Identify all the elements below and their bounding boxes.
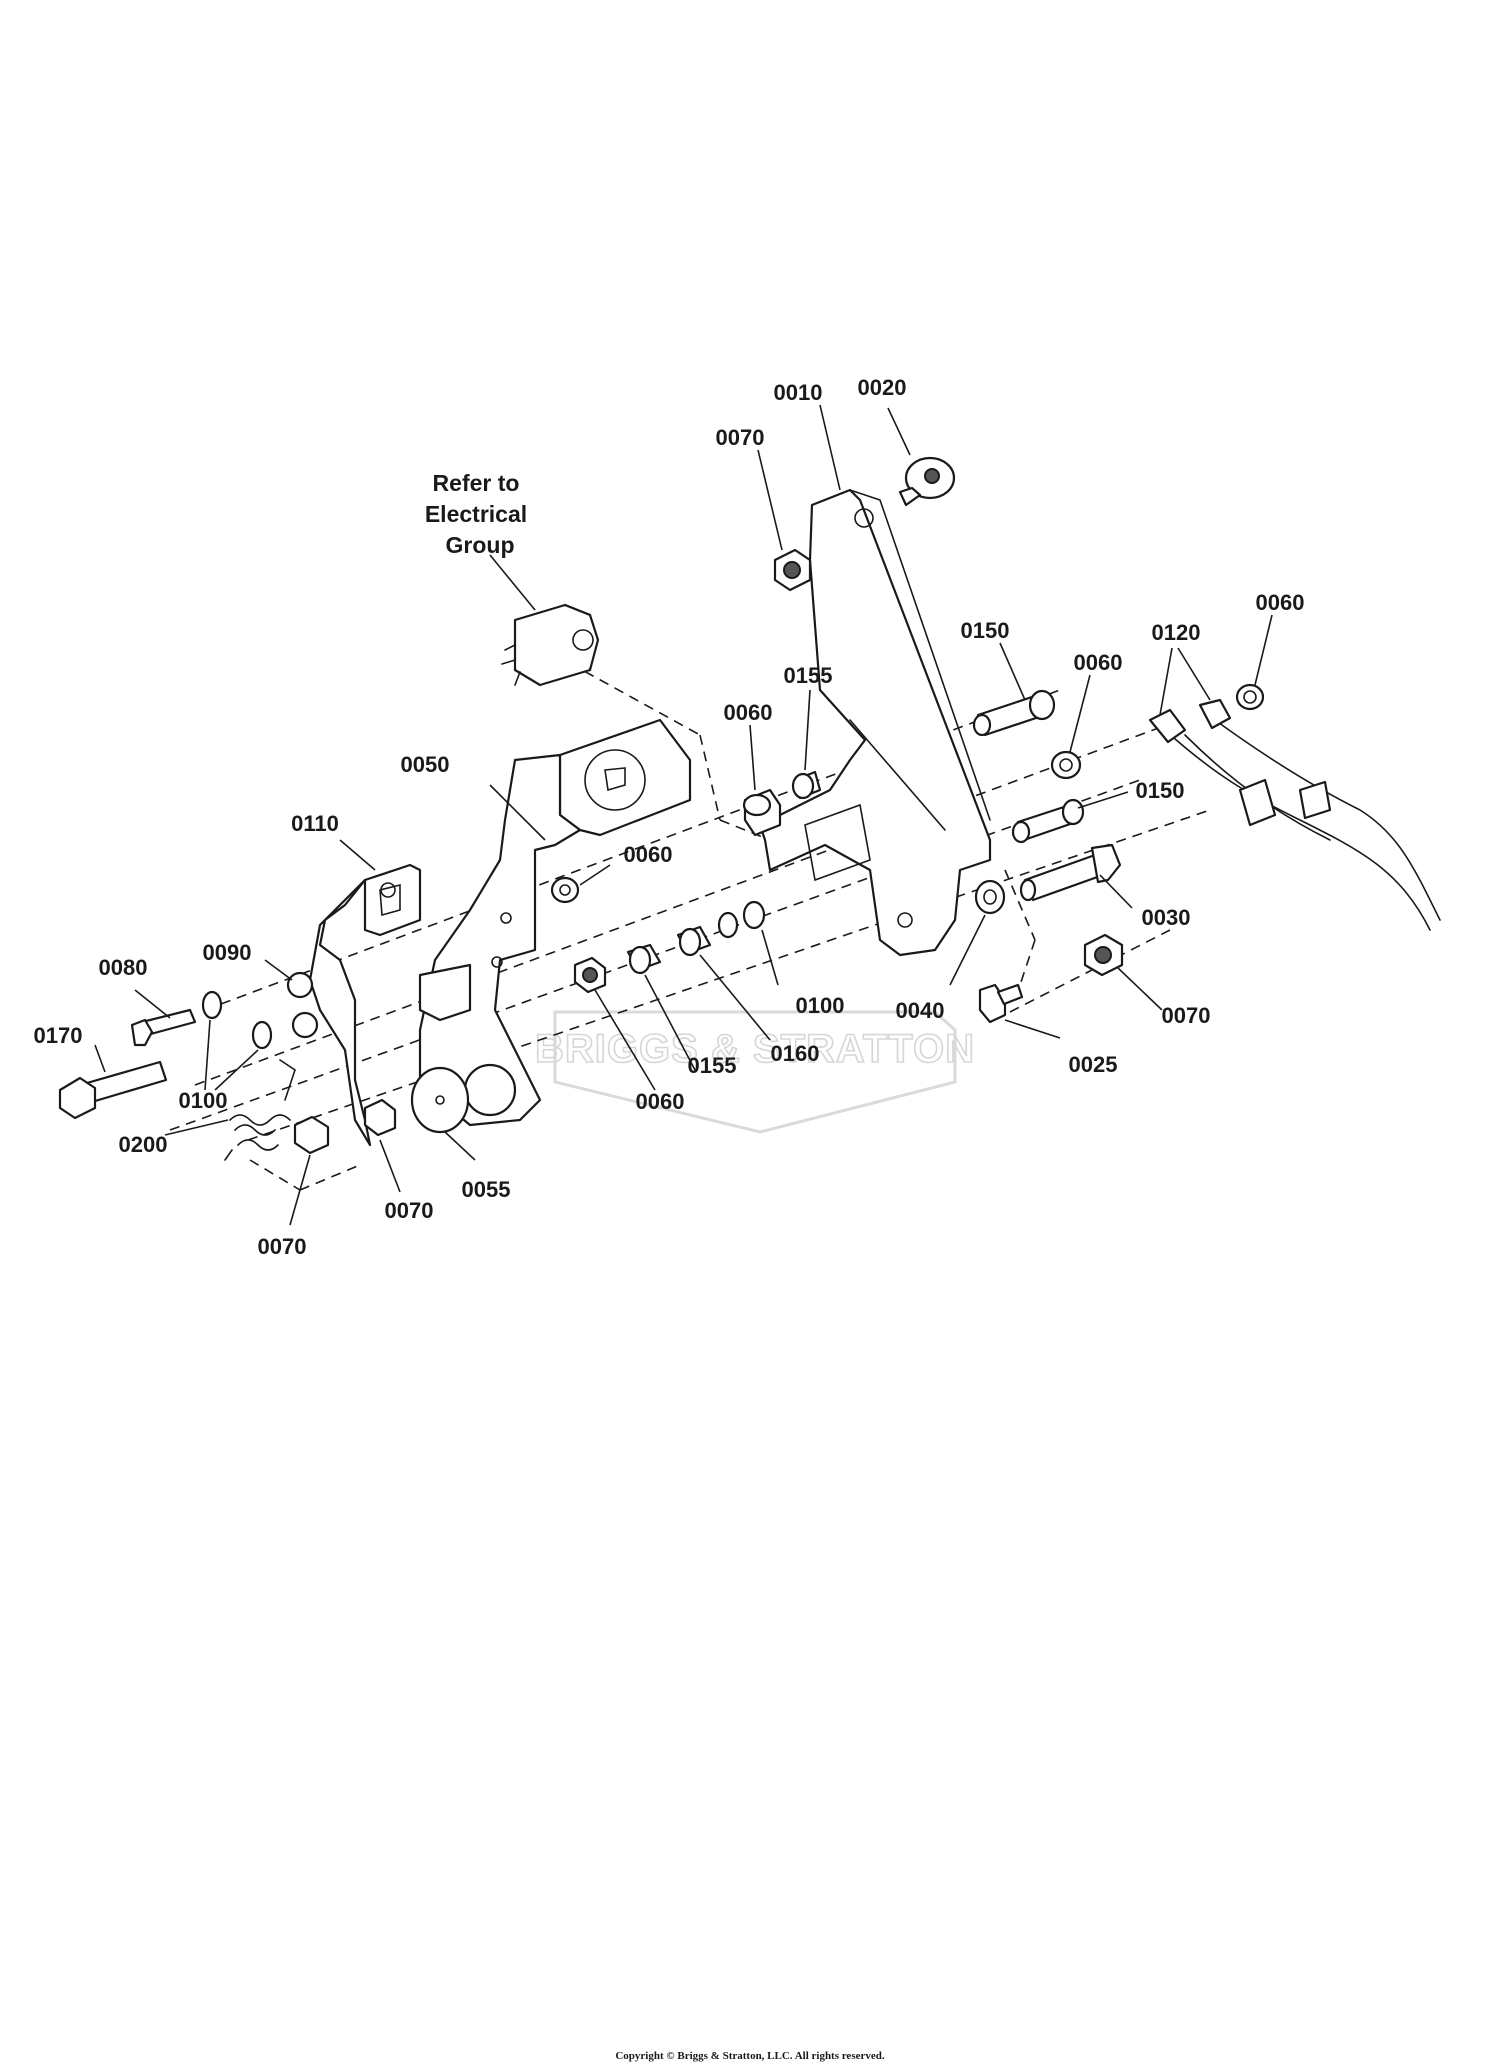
callout-0070-right: 0070 bbox=[1162, 1003, 1211, 1028]
callout-0025: 0025 bbox=[1069, 1052, 1118, 1077]
shift-plate-0050 bbox=[418, 718, 692, 1127]
washer-0040 bbox=[974, 879, 1006, 915]
callout-0060-plate: 0060 bbox=[624, 842, 673, 867]
spacer-0155-middle bbox=[626, 943, 662, 975]
callout-0100-middle: 0100 bbox=[796, 993, 845, 1018]
spring-0200 bbox=[224, 1059, 296, 1161]
bolt-0025 bbox=[978, 983, 1024, 1024]
flange-nut-0070-left bbox=[293, 1098, 397, 1155]
cable-harness-0120 bbox=[1148, 698, 1441, 931]
pin-0150-upper bbox=[972, 689, 1056, 737]
callout-0060-middle: 0060 bbox=[636, 1089, 685, 1114]
screw-0020 bbox=[898, 456, 956, 507]
callout-0070-top: 0070 bbox=[716, 425, 765, 450]
bolt-0170 bbox=[58, 1060, 168, 1120]
callout-0010: 0010 bbox=[774, 380, 823, 405]
main-bracket-part bbox=[758, 488, 992, 957]
bushing-0060-far-right bbox=[1235, 683, 1265, 711]
nut-0060-middle bbox=[573, 956, 607, 994]
washers-0100-middle bbox=[717, 900, 766, 939]
spacer-0160 bbox=[676, 925, 712, 957]
callout-0055: 0055 bbox=[462, 1177, 511, 1202]
electrical-switch-part bbox=[501, 603, 600, 687]
callout-0200: 0200 bbox=[119, 1132, 168, 1157]
callout-0060-right: 0060 bbox=[1074, 650, 1123, 675]
washer-0055 bbox=[410, 1066, 470, 1134]
callout-0070-lower-mid: 0070 bbox=[385, 1198, 434, 1223]
flange-nut-0070-top bbox=[773, 548, 812, 592]
bushing-0060-right bbox=[1050, 750, 1082, 780]
callout-0030: 0030 bbox=[1142, 905, 1191, 930]
callout-0080: 0080 bbox=[99, 955, 148, 980]
callout-0020: 0020 bbox=[858, 375, 907, 400]
callout-0150-lower: 0150 bbox=[1136, 778, 1185, 803]
note-line-2: Electrical bbox=[425, 501, 527, 527]
bolt-0080 bbox=[130, 1008, 197, 1047]
note-line-3: Group bbox=[446, 532, 515, 558]
callout-0060-far-right: 0060 bbox=[1256, 590, 1305, 615]
alignment-lines bbox=[169, 654, 1211, 1191]
bushing-0090 bbox=[286, 971, 319, 1039]
callout-0150-upper: 0150 bbox=[961, 618, 1010, 643]
callout-labels: 0010 0020 0070 0150 0060 0120 0060 0155 … bbox=[34, 375, 1305, 1259]
lock-plate-0110 bbox=[308, 863, 422, 1147]
callout-0170: 0170 bbox=[34, 1023, 83, 1048]
callout-0040: 0040 bbox=[896, 998, 945, 1023]
callout-0110: 0110 bbox=[291, 811, 339, 836]
callout-0160: 0160 bbox=[771, 1041, 820, 1066]
pin-0150-lower bbox=[1011, 798, 1085, 844]
bushing-0060-upper bbox=[742, 788, 782, 837]
callout-0155-upper: 0155 bbox=[784, 663, 833, 688]
copyright-notice: Copyright © Briggs & Stratton, LLC. All … bbox=[615, 2050, 885, 2062]
electrical-group-reference-note: Refer to Electrical Group bbox=[425, 470, 527, 558]
leader-lines bbox=[94, 404, 1273, 1226]
callout-0090: 0090 bbox=[203, 940, 252, 965]
watermark-text: BRIGGS & STRATTON bbox=[535, 1027, 975, 1071]
callout-0155-middle: 0155 bbox=[688, 1053, 737, 1078]
bolt-0030 bbox=[1019, 843, 1122, 902]
callout-0050: 0050 bbox=[401, 752, 450, 777]
briggs-stratton-watermark: BRIGGS & STRATTON bbox=[534, 1010, 975, 1134]
flange-nut-0070-right bbox=[1083, 933, 1124, 977]
bushing-0060-plate bbox=[550, 876, 580, 904]
note-line-1: Refer to bbox=[433, 470, 520, 496]
callout-0060-upper: 0060 bbox=[724, 700, 773, 725]
spacer-0155-upper bbox=[791, 770, 822, 800]
washer-0100-left bbox=[201, 990, 273, 1050]
callout-0070-lower-left: 0070 bbox=[258, 1234, 307, 1259]
callout-0100-left: 0100 bbox=[179, 1088, 228, 1113]
callout-0120: 0120 bbox=[1152, 620, 1201, 645]
